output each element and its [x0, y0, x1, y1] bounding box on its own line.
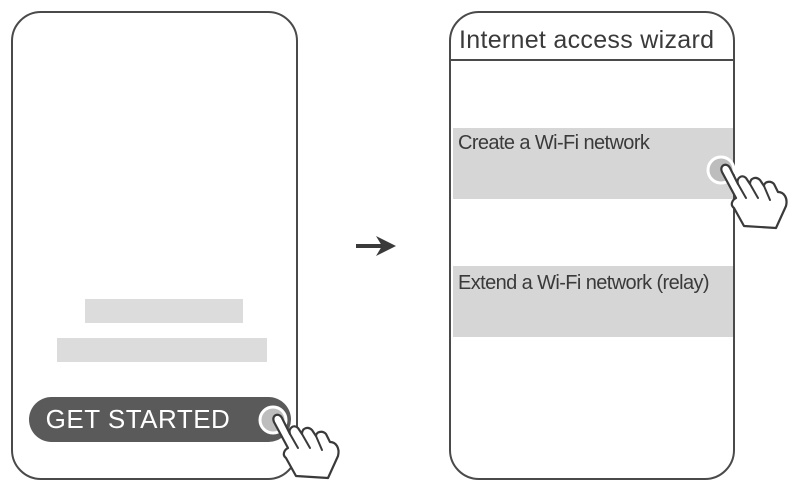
arrow-right-icon	[356, 236, 396, 256]
welcome-screen: GET STARTED	[11, 11, 298, 480]
tap-hand-icon	[258, 405, 340, 480]
internet-access-wizard-screen: Internet access wizard Create a Wi-Fi ne…	[449, 11, 735, 480]
placeholder-text-line	[85, 299, 243, 323]
placeholder-text-line	[57, 338, 267, 362]
wizard-title: Internet access wizard	[451, 13, 733, 61]
create-wifi-network-option[interactable]: Create a Wi-Fi network	[453, 128, 733, 199]
get-started-button[interactable]: GET STARTED	[29, 397, 291, 442]
extend-wifi-network-option[interactable]: Extend a Wi-Fi network (relay)	[453, 266, 733, 337]
tap-hand-icon	[706, 155, 788, 230]
